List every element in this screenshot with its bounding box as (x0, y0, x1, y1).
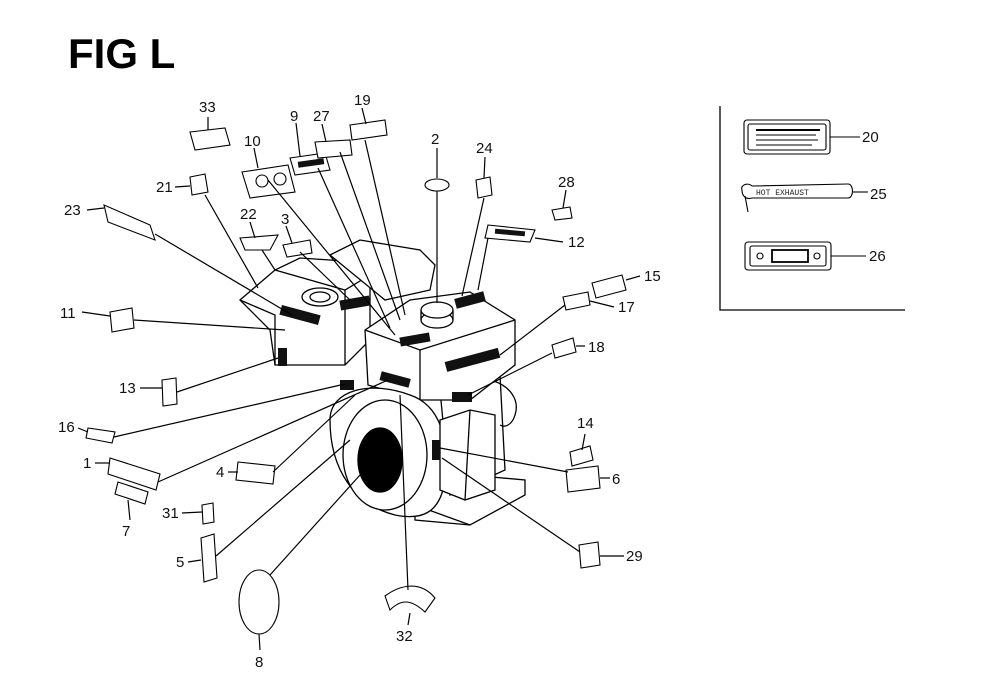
inset-part-25 (741, 183, 868, 213)
callout-26: 26 (869, 248, 886, 265)
label-5-shape (200, 533, 218, 583)
callout-19: 19 (354, 92, 371, 109)
label-8-shape (238, 569, 280, 635)
label-22-shape (239, 234, 279, 251)
callout-21: 21 (156, 179, 173, 196)
callout-24: 24 (476, 140, 493, 157)
callout-7: 7 (122, 523, 130, 540)
callout-4: 4 (216, 464, 224, 481)
label-24-shape (475, 176, 493, 199)
callout-11: 11 (60, 305, 76, 322)
inset-box: HOT EXHAUST (719, 106, 905, 311)
label-33-shape (189, 127, 231, 151)
callout-2: 2 (431, 131, 439, 148)
figure-title: FIG L (68, 30, 176, 77)
callout-16: 16 (58, 419, 75, 436)
callout-3: 3 (281, 211, 289, 228)
inset-part-26 (744, 241, 866, 271)
callout-13: 13 (119, 380, 136, 397)
callout-25: 25 (870, 186, 887, 203)
callout-8: 8 (255, 654, 263, 671)
callout-15: 15 (644, 268, 661, 285)
callout-5: 5 (176, 554, 184, 571)
label-14-shape (569, 445, 594, 467)
label-1-shape (107, 457, 161, 491)
label-3-shape (282, 239, 313, 258)
label-19-shape (349, 119, 388, 141)
label-13-shape (161, 377, 178, 407)
callout-32: 32 (396, 628, 413, 645)
callout-numbers: 1 2 3 4 5 6 7 8 9 10 11 12 13 14 15 16 1… (58, 92, 887, 671)
callout-27: 27 (313, 108, 330, 125)
callout-31: 31 (162, 505, 179, 522)
label-23-shape (103, 204, 156, 241)
callout-9: 9 (290, 108, 298, 125)
callout-22: 22 (240, 206, 257, 223)
label-28-shape (551, 206, 573, 221)
label-31-shape (201, 502, 215, 525)
callout-18: 18 (588, 339, 605, 356)
callout-20: 20 (862, 129, 879, 146)
label-32-shape (384, 585, 436, 613)
label-21-shape (189, 173, 209, 196)
inset-part-20 (743, 119, 860, 155)
callout-1: 1 (83, 455, 91, 472)
callout-23: 23 (64, 202, 81, 219)
label-17-shape (562, 291, 591, 311)
label-18-shape (551, 337, 577, 359)
label-4-shape (235, 461, 276, 485)
callout-17: 17 (618, 299, 635, 316)
callout-14: 14 (577, 415, 594, 432)
callout-12: 12 (568, 234, 585, 251)
label-6-shape (565, 465, 601, 493)
label-11-shape (109, 307, 135, 333)
engine-label-patches (278, 291, 501, 460)
label-16-shape (85, 427, 116, 444)
label-15-shape (591, 274, 627, 299)
label-7-shape (114, 481, 149, 505)
callout-6: 6 (612, 471, 620, 488)
inset-25-text: HOT EXHAUST (756, 189, 809, 198)
callout-10: 10 (244, 133, 261, 150)
label-29-shape (578, 541, 601, 569)
callout-33: 33 (199, 99, 216, 116)
callout-28: 28 (558, 174, 575, 191)
callout-29: 29 (626, 548, 643, 565)
label-2-shape (424, 178, 450, 192)
callout-label-shapes (85, 119, 627, 635)
leader-lines (77, 107, 641, 651)
label-27-shape (314, 139, 353, 159)
